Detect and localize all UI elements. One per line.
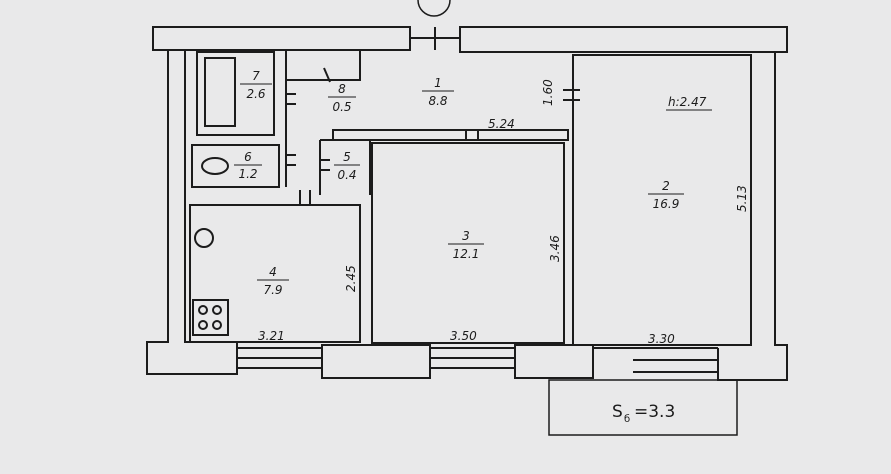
room-1: 1 8.8: [422, 76, 454, 108]
room-4: 4 7.9: [257, 265, 289, 297]
room-5: 5 0.4: [334, 150, 360, 182]
dim-kitchen-depth: 2.45: [344, 265, 358, 292]
dim-room3-width: 3.50: [450, 329, 477, 343]
outer-walls: [146, 26, 788, 381]
room-3: 3 12.1: [448, 229, 484, 261]
room-number: 3: [462, 229, 470, 243]
balcony-area: S б =3.3: [612, 402, 675, 425]
dim-corridor-length: 5.24: [488, 117, 515, 131]
room-area: 1.2: [238, 167, 257, 181]
room-area: 16.9: [653, 197, 680, 211]
room-number: 6: [244, 150, 252, 164]
north-arrow-icon: [417, 0, 451, 17]
balcony-outline: [548, 379, 738, 436]
balcony-value: =3.3: [634, 402, 675, 422]
dim-corridor-width: 1.60: [541, 79, 555, 106]
room-area: 12.1: [453, 247, 480, 261]
room-8: 8 0.5: [328, 82, 356, 114]
room-number: 2: [662, 179, 670, 193]
room-number: 8: [338, 82, 346, 96]
room-area: 0.5: [332, 100, 351, 114]
room-number: 4: [269, 265, 277, 279]
balcony-label: S: [612, 402, 623, 422]
room-6: 6 1.2: [234, 150, 262, 181]
room-7: 7 2.6: [240, 69, 272, 101]
dim-room3-depth: 3.46: [548, 235, 562, 262]
room-area: 0.4: [337, 168, 356, 182]
room-number: 1: [434, 76, 442, 90]
dim-room2-width: 3.30: [648, 332, 675, 346]
balcony-subscript: б: [624, 414, 630, 425]
ceiling-height: h:2.47: [668, 95, 707, 109]
room-2: 2 16.9: [648, 179, 684, 211]
room-number: 5: [343, 150, 351, 164]
room-area: 8.8: [428, 94, 447, 108]
dim-kitchen-width: 3.21: [258, 329, 285, 343]
interior-walls: [189, 50, 752, 346]
room-number: 7: [252, 69, 260, 83]
dim-room2-depth: 5.13: [735, 185, 749, 212]
room-area: 7.9: [263, 283, 282, 297]
room-area: 2.6: [246, 87, 265, 101]
